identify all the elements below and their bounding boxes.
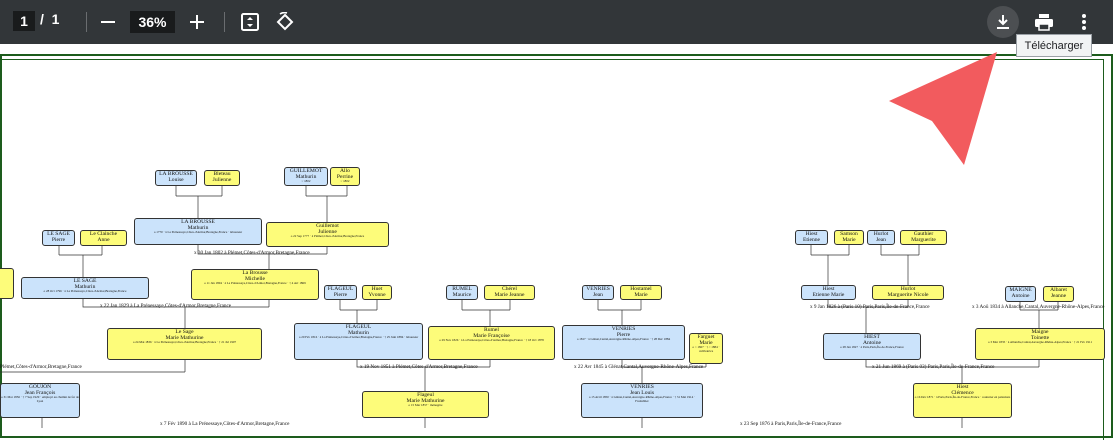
toolbar-divider: [86, 12, 87, 32]
plus-icon: [190, 15, 204, 29]
marriage-label: x 3 Aoû 1834 à Allanche,Cantal,Auvergne-…: [972, 304, 1105, 310]
download-button[interactable]: [987, 6, 1019, 38]
marriage-label: x 22 Jan 1829 à La Prénessaye,Côtes-d'Ar…: [100, 303, 232, 309]
fit-to-page-button[interactable]: [234, 6, 266, 38]
page-separator: /: [40, 11, 44, 27]
marriage-label: x 30 Jan 1802 à Plémet,Côtes-d'Armor,Bre…: [194, 250, 310, 256]
print-button[interactable]: [1028, 6, 1060, 38]
fit-page-icon: [241, 13, 259, 31]
marriage-label: x 7 Fév 1890 à La Prénessaye,Côtes-d'Arm…: [160, 421, 290, 427]
zoom-level-input[interactable]: 36%: [130, 11, 175, 33]
print-icon: [1035, 14, 1053, 31]
minus-icon: [101, 21, 115, 23]
rotate-icon: [276, 12, 294, 31]
download-icon: [997, 15, 1009, 29]
more-options-icon: [1082, 14, 1086, 30]
zoom-out-button[interactable]: [92, 6, 124, 38]
tree-connectors: [0, 186, 1059, 428]
pdf-toolbar: 1 / 1 36%: [0, 0, 1113, 44]
rotate-button[interactable]: [269, 6, 301, 38]
page-total: 1: [51, 11, 60, 27]
page-inner-border: [0, 59, 1104, 440]
download-tooltip: Télécharger: [1016, 34, 1092, 57]
marriage-label: Plémet,Côtes-d'Armor,Bretagne,France: [0, 364, 82, 370]
marriage-label: x 22 Avr 1845 à Glénat,Cantal,Auvergne-R…: [574, 364, 704, 370]
marriage-label: x 19 Nov 1851 à Plémet,Côtes-d'Armor,Bre…: [360, 364, 478, 370]
marriage-label: x 21 Jun 1869 à (Paris 03) Paris,Paris,Î…: [872, 364, 995, 370]
more-options-button[interactable]: [1068, 6, 1100, 38]
marriage-label: x 9 Jan 1826 à (Paris 10) Paris,Paris,Îl…: [810, 304, 930, 310]
person-box-partial[interactable]: [0, 268, 14, 299]
annotation-arrow-icon: [889, 52, 997, 165]
toolbar-divider: [224, 12, 225, 32]
page-number-input[interactable]: 1: [13, 11, 35, 31]
zoom-in-button[interactable]: [181, 6, 213, 38]
page-total-label: / 1: [40, 11, 59, 27]
marriage-label: x 23 Sep 1876 à Paris,Paris,Île-de-Franc…: [740, 421, 842, 427]
